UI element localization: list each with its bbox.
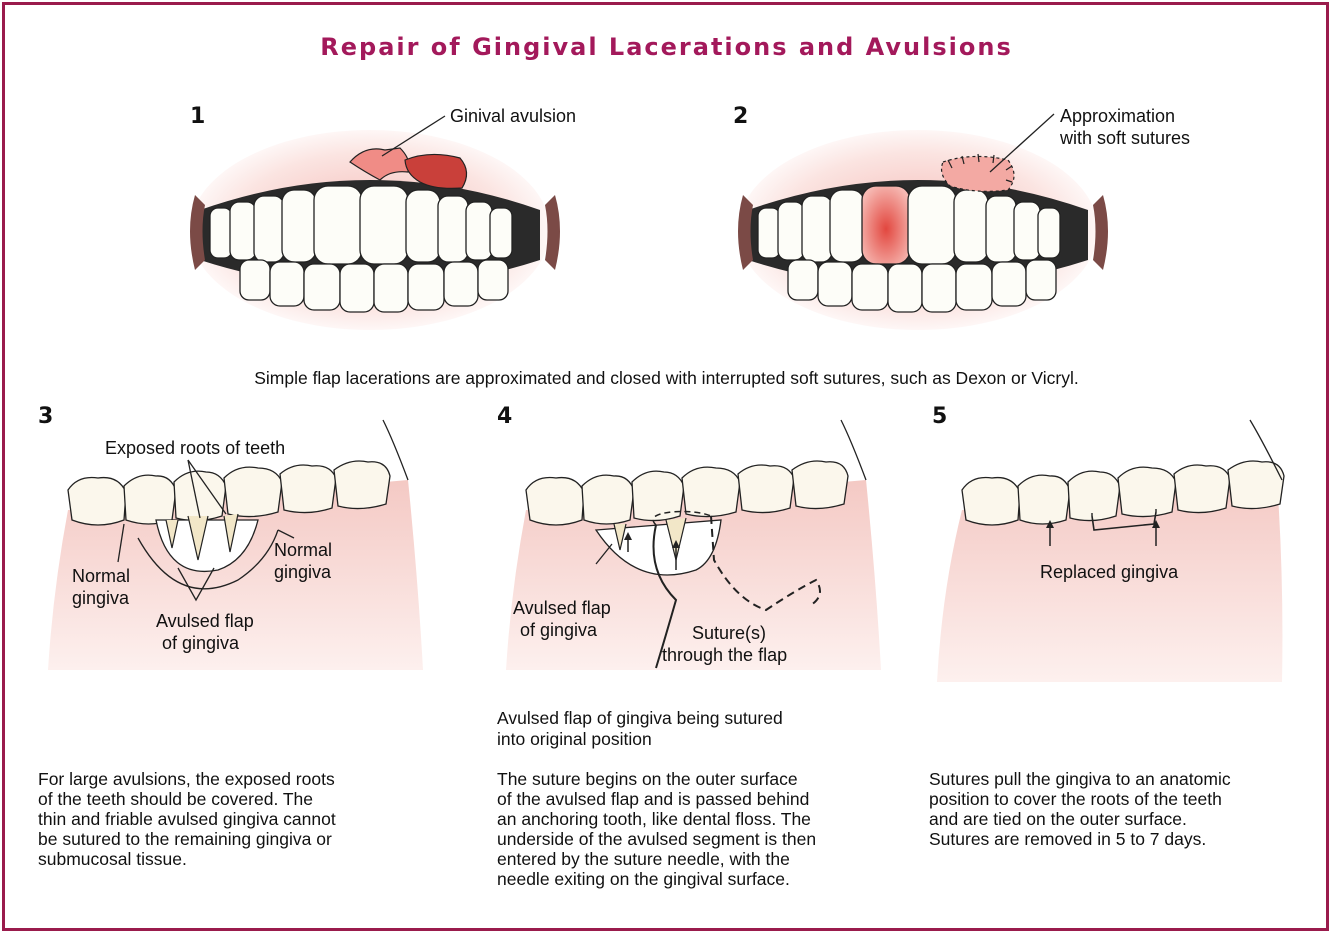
description-4-line: underside of the avulsed segment is then — [497, 829, 816, 849]
panel-4-label-avulsed-1: Avulsed flap — [513, 598, 611, 619]
description-5-line: Sutures pull the gingiva to an anatomic — [929, 769, 1231, 789]
panel-4-caption-line1: Avulsed flap of gingiva being sutured — [497, 708, 783, 728]
description-4-line: of the avulsed flap and is passed behind — [497, 789, 816, 809]
description-5-line: Sutures are removed in 5 to 7 days. — [929, 829, 1231, 849]
panel-3-label-avulsed-2: of gingiva — [162, 633, 239, 654]
description-panel-5: Sutures pull the gingiva to an anatomic … — [929, 769, 1231, 849]
description-4-line: an anchoring tooth, like dental floss. T… — [497, 809, 816, 829]
description-4-line: entered by the suture needle, with the — [497, 849, 816, 869]
description-4-line: The suture begins on the outer surface — [497, 769, 816, 789]
figure-title: Repair of Gingival Lacerations and Avuls… — [0, 33, 1333, 61]
panel-3-label-normal-left-1: Normal — [72, 566, 130, 587]
top-caption: Simple flap lacerations are approximated… — [0, 368, 1333, 388]
panel-3-label-normal-right-2: gingiva — [274, 562, 331, 583]
description-5-line: position to cover the roots of the teeth — [929, 789, 1231, 809]
description-panel-3: For large avulsions, the exposed roots o… — [38, 769, 336, 869]
panel-4-label-avulsed-2: of gingiva — [520, 620, 597, 641]
panel-4-caption-line2: into original position — [497, 729, 652, 749]
panel-3-label-normal-left-2: gingiva — [72, 588, 129, 609]
panel-4-label-sutures-1: Suture(s) — [692, 623, 766, 644]
panel-5-label-replaced: Replaced gingiva — [1040, 562, 1178, 583]
description-3-line: For large avulsions, the exposed roots — [38, 769, 336, 789]
panel-1-mouth-illustration — [180, 110, 570, 360]
description-3-line: be sutured to the remaining gingiva or — [38, 829, 336, 849]
panel-3-label-normal-right-1: Normal — [274, 540, 332, 561]
description-panel-4: The suture begins on the outer surface o… — [497, 769, 816, 889]
panel-3-label-exposed-roots: Exposed roots of teeth — [105, 438, 285, 459]
description-3-line: thin and friable avulsed gingiva cannot — [38, 809, 336, 829]
panel-5-jaw-illustration — [932, 420, 1312, 692]
description-3-line: of the teeth should be covered. The — [38, 789, 336, 809]
panel-3-label-avulsed-1: Avulsed flap — [156, 611, 254, 632]
panel-2-mouth-illustration — [728, 110, 1118, 360]
description-3-line: submucosal tissue. — [38, 849, 336, 869]
panel-4-label-sutures-2: through the flap — [662, 645, 787, 666]
description-4-line: needle exiting on the gingival surface. — [497, 869, 816, 889]
description-5-line: and are tied on the outer surface. — [929, 809, 1231, 829]
